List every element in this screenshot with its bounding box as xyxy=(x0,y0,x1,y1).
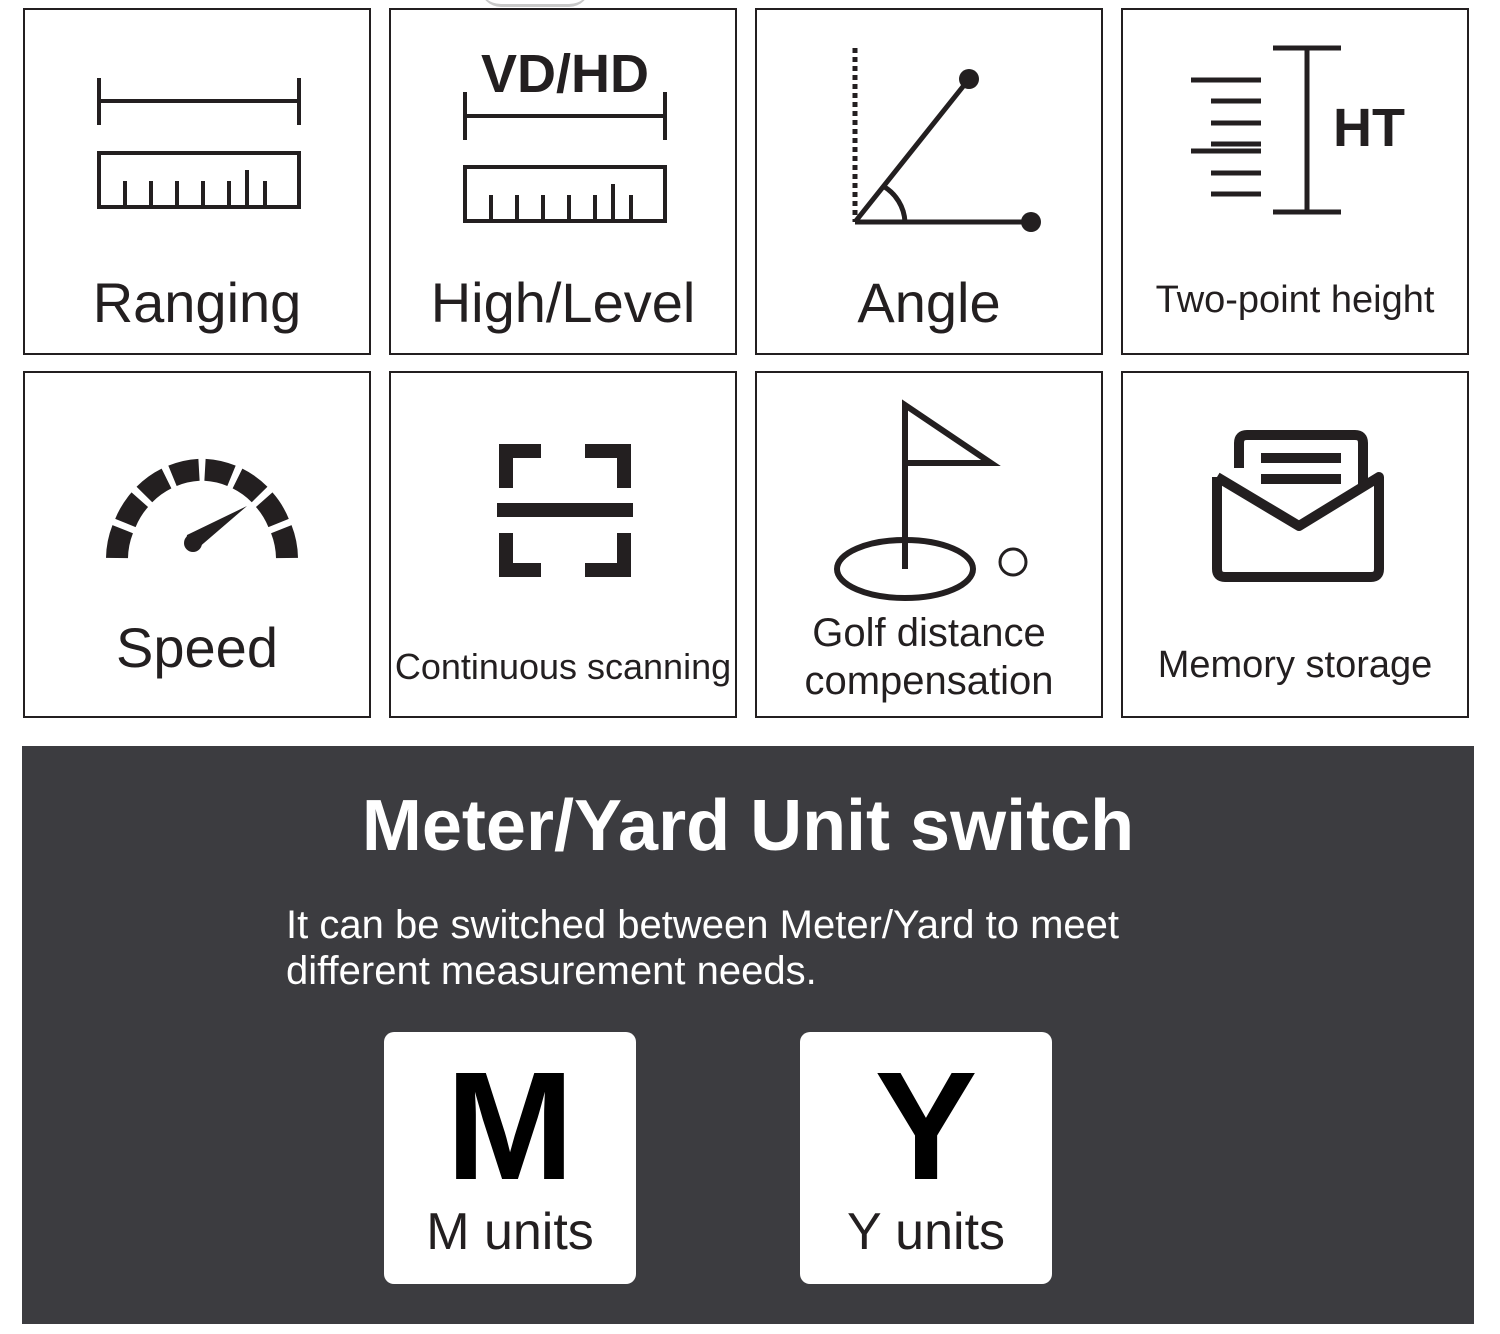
unit-letter: M xyxy=(445,1040,575,1212)
golf-flag-icon xyxy=(834,399,1028,601)
scan-frame-icon xyxy=(497,444,633,577)
feature-label: High/Level xyxy=(430,271,696,334)
label-line-1: Golf distance xyxy=(812,611,1046,655)
unit-switch-description: It can be switched between Meter/Yard to… xyxy=(286,902,1206,994)
feature-label: Angle xyxy=(857,271,1001,334)
feature-label: Speed xyxy=(116,616,278,679)
speedometer-icon xyxy=(106,458,298,559)
feature-label: Golf distance compensation xyxy=(757,609,1101,705)
feature-label: Continuous scanning xyxy=(394,646,732,687)
feature-label: Two-point height xyxy=(1155,279,1435,321)
desc-line-2: different measurement needs. xyxy=(286,949,817,993)
ruler-range-icon xyxy=(97,78,301,209)
feature-high-level: VD/HD High/Level xyxy=(389,8,737,355)
vd-hd-text: VD/HD xyxy=(481,44,649,104)
unit-label: Y units xyxy=(846,1203,1006,1261)
ht-text: HT xyxy=(1333,98,1405,158)
envelope-icon xyxy=(1212,430,1384,582)
feature-memory-storage: Memory storage xyxy=(1121,371,1469,718)
decorative-arc xyxy=(480,0,590,7)
unit-card-yard: Y Y units xyxy=(800,1032,1052,1284)
unit-card-meter: M M units xyxy=(384,1032,636,1284)
height-ht-icon: HT xyxy=(1191,45,1405,215)
feature-continuous-scanning: Continuous scanning xyxy=(389,371,737,718)
unit-switch-panel: Meter/Yard Unit switch It can be switche… xyxy=(22,746,1474,1324)
feature-label: Memory storage xyxy=(1157,644,1433,686)
feature-golf-distance-compensation: Golf distance compensation xyxy=(755,371,1103,718)
vd-hd-ruler-icon: VD/HD xyxy=(463,44,667,223)
feature-ranging: Ranging xyxy=(23,8,371,355)
unit-label: M units xyxy=(426,1203,594,1261)
feature-angle: Angle xyxy=(755,8,1103,355)
desc-line-1: It can be switched between Meter/Yard to… xyxy=(286,903,1120,947)
angle-icon xyxy=(852,48,1041,232)
feature-two-point-height: HT Two-point height xyxy=(1121,8,1469,355)
feature-speed: Speed xyxy=(23,371,371,718)
feature-label: Ranging xyxy=(92,271,302,334)
label-line-2: compensation xyxy=(804,659,1054,703)
unit-letter: Y xyxy=(874,1040,978,1212)
unit-switch-title: Meter/Yard Unit switch xyxy=(361,786,1135,866)
